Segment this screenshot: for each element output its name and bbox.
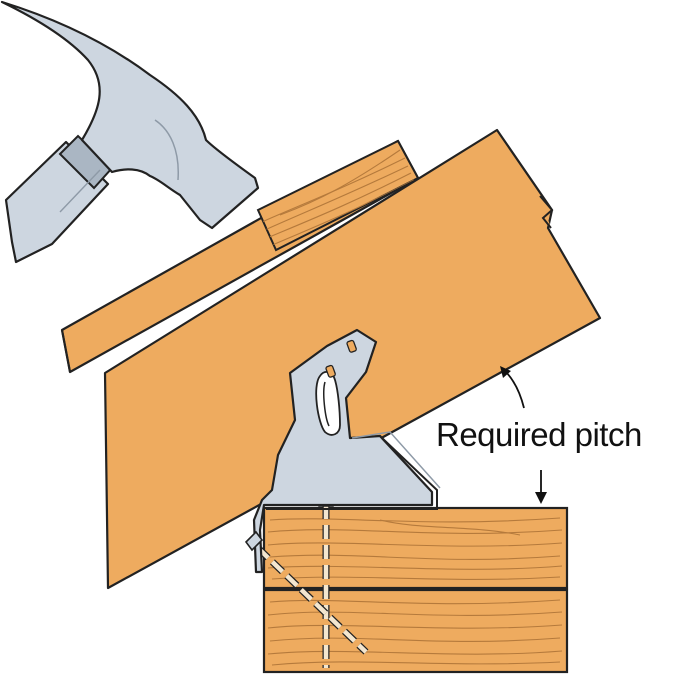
top-plate-lower: [262, 588, 569, 674]
pitch-arrow: [500, 366, 525, 409]
rafter-break: [539, 195, 554, 229]
hammer-head: [0, 0, 260, 230]
hurricane-tie-connector-icon: [244, 328, 441, 574]
plate-arrow: [535, 470, 547, 504]
connector-body: [252, 328, 434, 574]
hammer-icon: [0, 0, 260, 264]
top-plate-upper: [262, 506, 569, 590]
required-pitch-label: Required pitch: [436, 416, 642, 453]
